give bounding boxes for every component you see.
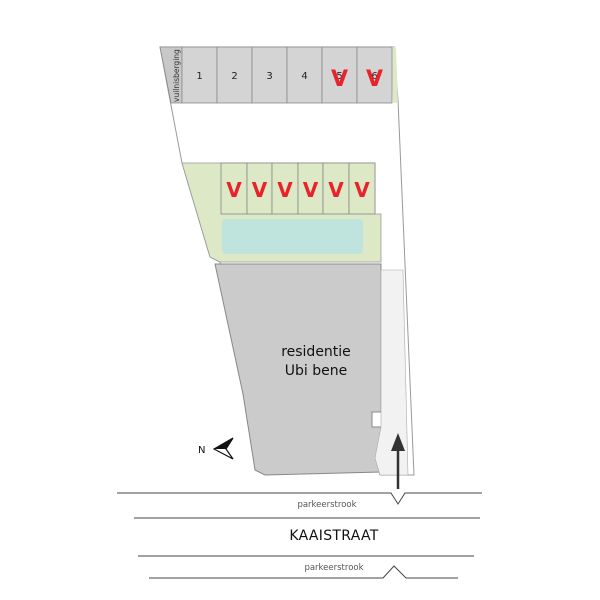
carport-v-mark: V <box>328 178 344 202</box>
garage: 1 <box>181 46 218 104</box>
parking-strip-top-label: parkeerstrook <box>297 500 356 510</box>
garage-row: vuilnisberging 1 2 3 4 5 V 6 V <box>159 46 393 104</box>
garage-v-mark: V <box>366 67 383 92</box>
entrance-arrow <box>391 433 405 489</box>
garage: 4 <box>286 46 323 104</box>
garage-number: 1 <box>196 71 202 82</box>
carport-v-mark: V <box>354 178 370 202</box>
garage: 3 <box>251 46 288 104</box>
parking-strip-bottom-line <box>149 565 458 579</box>
garage-number: 2 <box>231 71 237 82</box>
building-name-line2: Ubi bene <box>285 363 347 379</box>
carport-v-mark: V <box>303 178 319 202</box>
carport: V <box>246 162 273 215</box>
garage-number: 5 <box>336 71 342 82</box>
pond <box>222 219 363 254</box>
carport-v-mark: V <box>277 178 293 202</box>
north-compass: N <box>198 437 234 460</box>
carport: V <box>348 162 376 215</box>
compass-label: N <box>198 445 205 456</box>
street-name: KAAISTRAAT <box>289 528 378 544</box>
driveway <box>374 269 409 476</box>
garage: 6 V <box>356 46 393 104</box>
parking-strip-top-line <box>117 492 482 505</box>
garage-number: 4 <box>301 71 307 82</box>
building-name-line1: residentie <box>281 344 351 360</box>
garage: 2 <box>216 46 253 104</box>
parking-strip-bottom-label: parkeerstrook <box>304 563 363 573</box>
carport-v-mark: V <box>226 178 242 202</box>
carport: V <box>322 162 350 215</box>
carport: V <box>271 162 299 215</box>
garage-number: 6 <box>371 71 377 82</box>
carport: V <box>297 162 324 215</box>
street: parkeerstrook KAAISTRAAT parkeerstrook <box>117 492 482 579</box>
carport-row: V V V V V V <box>220 162 376 215</box>
green-strip-top <box>391 47 398 103</box>
garage-number: 3 <box>266 71 272 82</box>
bin-storage-label: vuilnisberging <box>172 49 181 102</box>
carport: V <box>220 162 248 215</box>
garage: 5 V <box>321 46 358 104</box>
carport-v-mark: V <box>252 178 268 202</box>
garage-v-mark: V <box>331 67 348 92</box>
